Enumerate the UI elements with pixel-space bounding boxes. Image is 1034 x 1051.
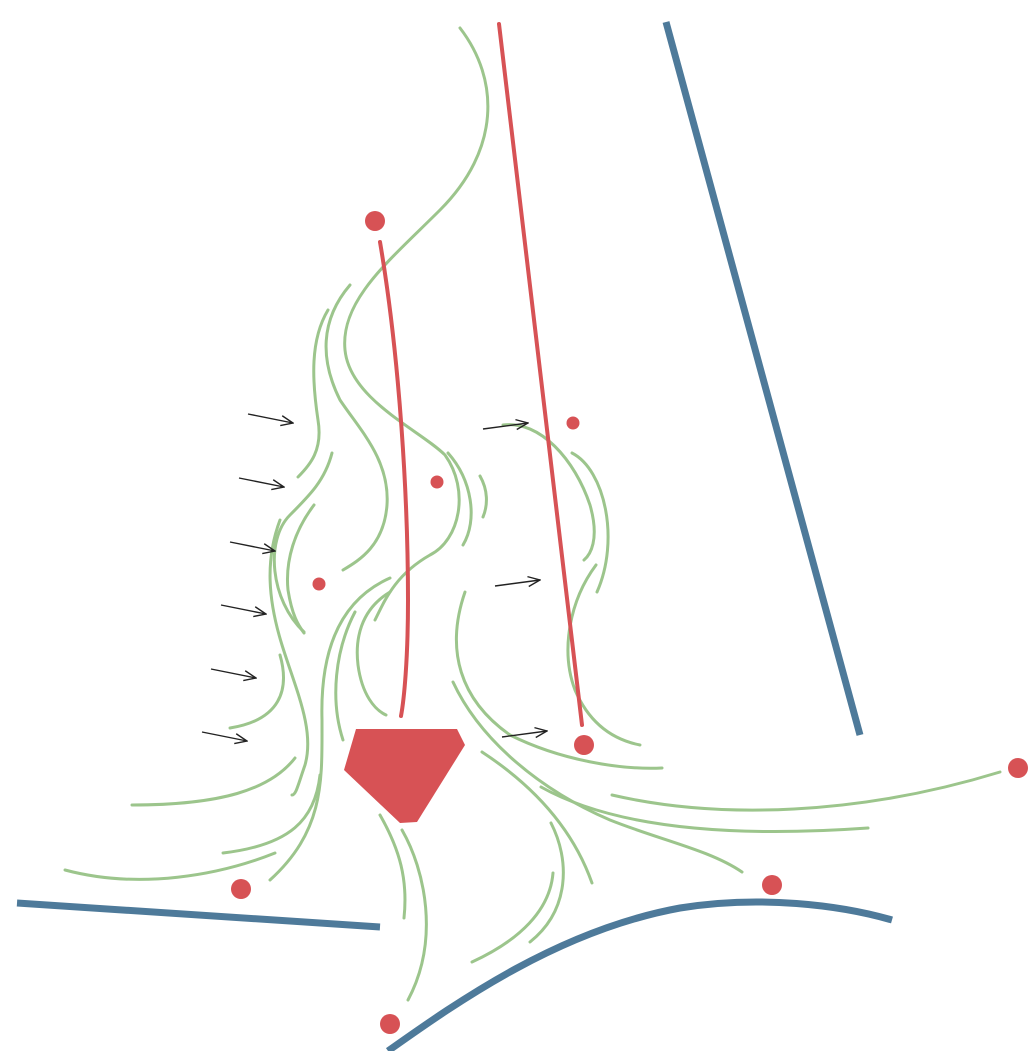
arrow [247,413,293,423]
arrow [494,580,540,586]
flow-line [228,653,285,730]
arrow [501,731,547,737]
red-dot [312,577,326,591]
arrows [201,413,547,741]
flow-line [501,423,596,562]
arrow [229,541,275,551]
arrow [210,668,256,678]
flow-line [446,451,473,547]
flow-line [378,813,407,920]
flow-line [343,26,490,622]
flow-line [610,770,1002,812]
red-dot [380,1014,400,1034]
boundary-line [662,21,864,736]
flow-line [478,474,488,519]
arrow [201,731,247,741]
flow-lines [63,26,1002,1002]
flow-line [566,563,642,747]
red-dot [566,416,580,430]
red-dot [231,879,251,899]
arrow [238,477,284,487]
red-dot [1008,758,1028,778]
flow-line [272,451,334,634]
boundary-line [16,899,381,931]
flow-line [454,590,664,770]
flow-line [400,828,428,1002]
flow-line [221,773,322,855]
boundaries [16,21,893,1051]
red-lines [378,22,584,727]
flow-line [539,785,870,834]
flow-line [268,576,392,882]
boundary-line [385,898,893,1051]
flow-line [268,518,310,797]
red-polygon [344,729,465,823]
flow-line [285,503,316,635]
flow-line [451,680,744,874]
flow-line [334,610,357,742]
red-line [497,22,584,727]
arrow [220,604,266,614]
red-line [378,240,411,718]
flow-line [296,308,330,479]
red-dot [365,211,385,231]
red-dot [762,875,782,895]
red-dot [430,475,444,489]
red-dot [574,735,594,755]
flow-line [130,756,297,807]
flow-line [470,871,555,964]
flow-line [528,821,565,944]
flow-line [324,283,389,572]
flow-line [355,590,392,717]
flow-line [63,851,277,881]
arrow [482,423,528,429]
red-dots [231,211,1028,1034]
flow-line [570,451,610,594]
flow-line [480,750,594,885]
